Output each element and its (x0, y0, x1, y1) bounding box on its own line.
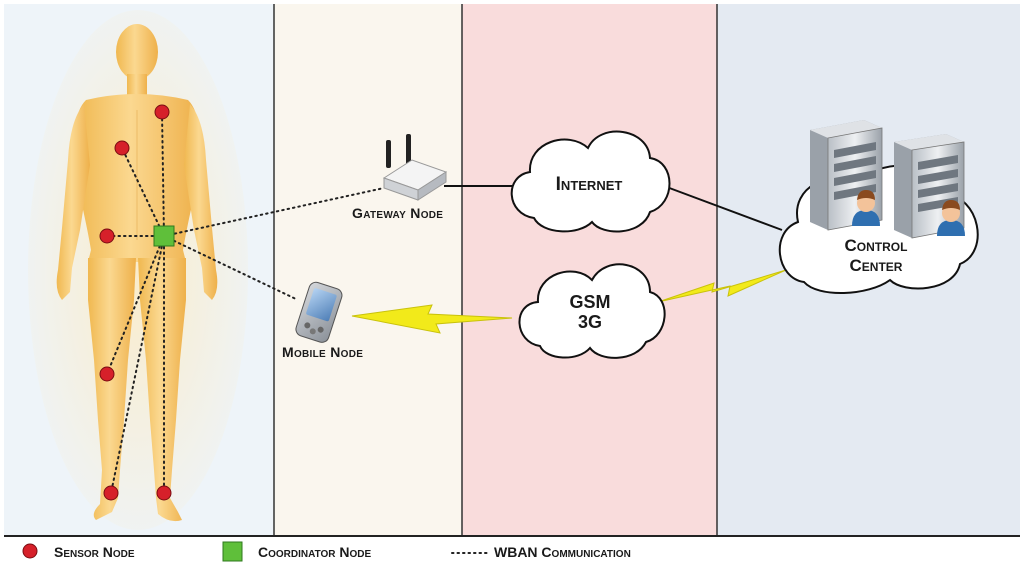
internet-cloud (510, 130, 671, 233)
gsm-label-line1: GSM (569, 292, 611, 312)
gateway-node-label: Gateway Node (352, 205, 444, 221)
legend-sensor-label: Sensor Node (54, 544, 135, 560)
gsm-label: GSM 3G (540, 292, 640, 332)
sensor-node (103, 485, 119, 501)
wban-links (106, 111, 385, 494)
sensor-node (99, 366, 115, 382)
gsm-label-line2: 3G (577, 312, 602, 332)
control-center-label-line2: Center (849, 256, 903, 275)
sensor-node (99, 228, 115, 244)
legend-coordinator-icon (222, 541, 243, 562)
zone-local (274, 4, 462, 536)
zone-network (462, 4, 717, 536)
sensor-nodes (99, 104, 172, 501)
router-icon (382, 134, 448, 201)
control-center-label-line1: Control (844, 236, 908, 255)
coordinator-node (153, 225, 175, 247)
human-body (28, 10, 248, 530)
user-icon (937, 200, 965, 236)
sensor-node (114, 140, 130, 156)
user-icon (852, 190, 880, 226)
mobile-node-label: Mobile Node (282, 344, 364, 360)
control-center-label: Control Center (816, 236, 936, 276)
mobile-phone-icon (295, 281, 343, 343)
lightning-bolt-icon (351, 304, 513, 334)
sensor-node (156, 485, 172, 501)
legend-sensor-icon (22, 543, 38, 559)
sensor-node (154, 104, 170, 120)
gsm-cloud (518, 263, 666, 359)
internet-control-link (663, 185, 783, 231)
legend-wban-label: WBAN Communication (494, 544, 631, 560)
legend-coordinator-label: Coordinator Node (258, 544, 372, 560)
internet-label: Internet (555, 174, 623, 195)
